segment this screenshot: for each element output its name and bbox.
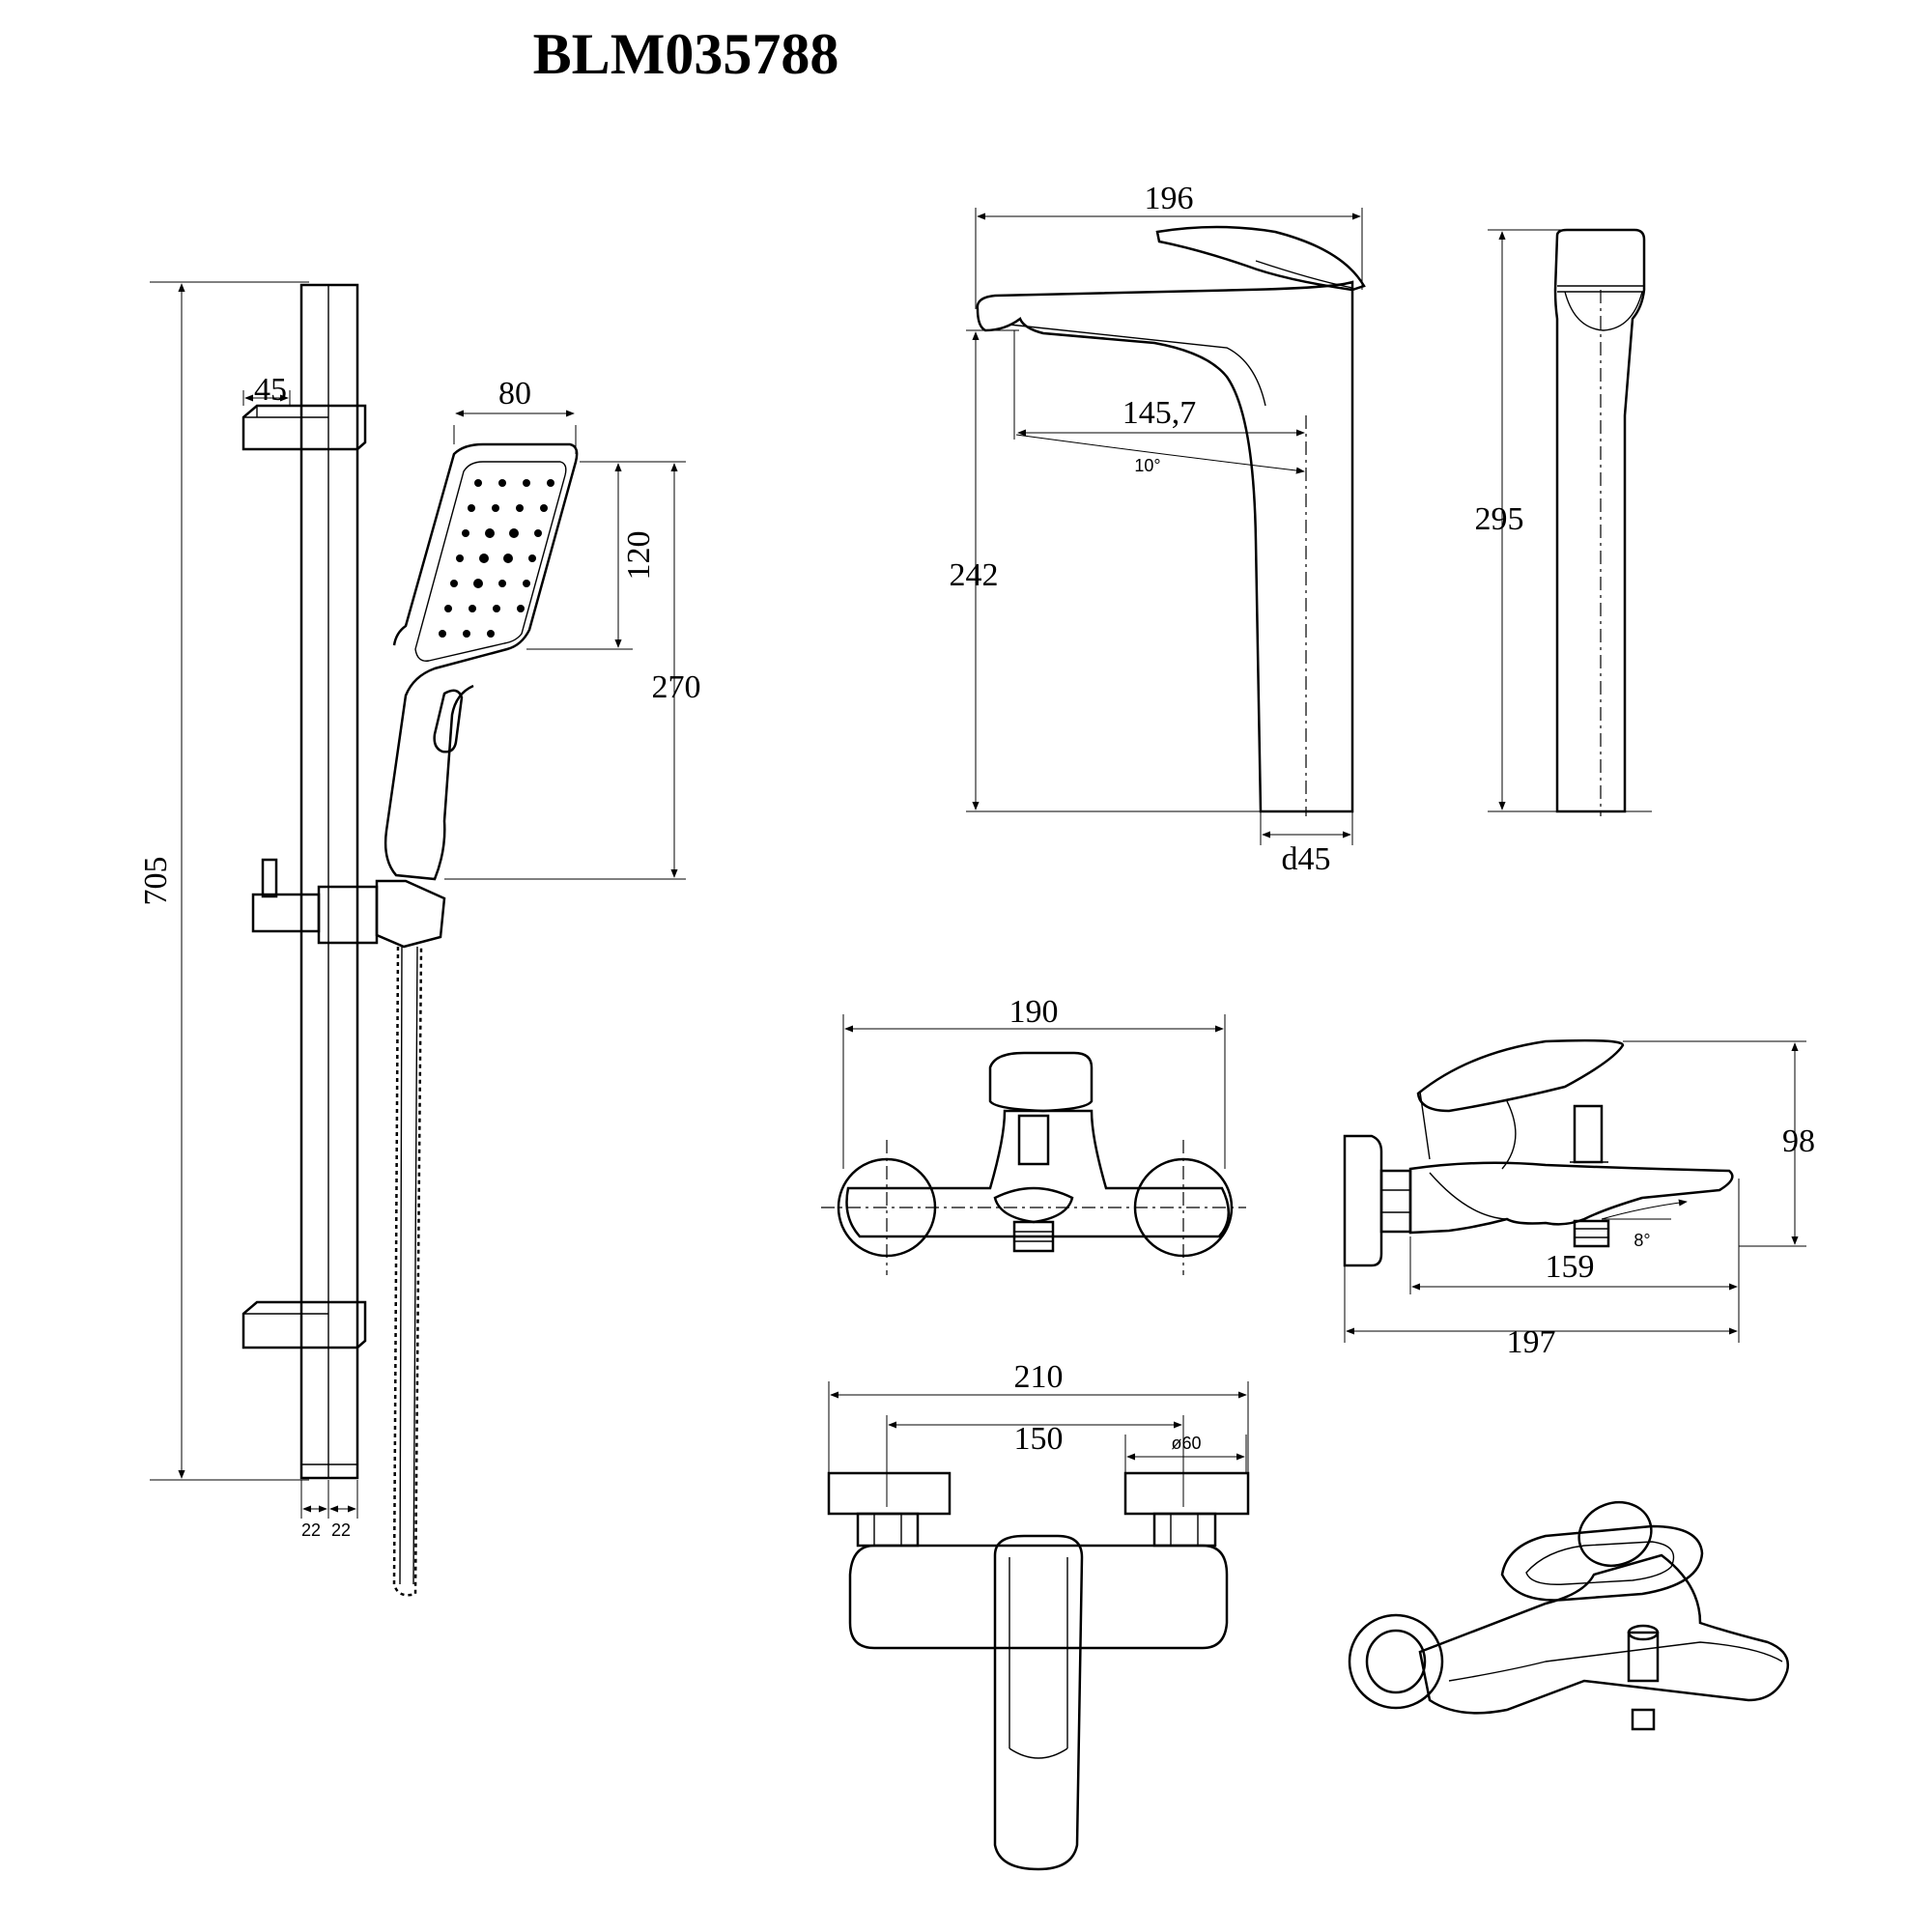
bath-mixer-side-view: 98 8° 159 197	[1343, 1038, 1815, 1360]
dimension-190: 190	[1009, 994, 1059, 1030]
perspective-body	[1418, 1553, 1790, 1715]
shower-slide-rail-view: 705 45	[138, 281, 701, 1597]
bath-mixer-body	[845, 1109, 1230, 1238]
basin-mixer-lever	[1155, 225, 1366, 292]
hand-shower-head	[384, 442, 579, 881]
bath-mixer-lever	[988, 1051, 1094, 1113]
spray-nozzles	[439, 479, 554, 638]
angle-8-degrees: 8°	[1634, 1231, 1650, 1250]
dimension-295: 295	[1475, 501, 1524, 537]
perspective-lever	[1500, 1524, 1704, 1602]
dimension-242: 242	[950, 557, 999, 593]
bath-wall-flange	[1343, 1134, 1383, 1267]
rail-bracket-bottom	[242, 1300, 367, 1350]
dimension-80: 80	[498, 376, 531, 412]
bath-mixer-side-body	[1408, 1161, 1734, 1235]
hand-shower-button	[433, 689, 464, 753]
dimension-197: 197	[1507, 1324, 1556, 1360]
dimension-159: 159	[1546, 1249, 1595, 1285]
dimension-o60: ø60	[1171, 1434, 1201, 1453]
dimension-270: 270	[652, 669, 701, 705]
dimension-d45: d45	[1282, 841, 1331, 877]
perspective-flange-right	[1577, 1500, 1653, 1568]
dimension-22-left: 22	[301, 1520, 321, 1540]
top-mixer-lever	[993, 1534, 1084, 1871]
bath-spout-outlet	[993, 1186, 1074, 1224]
dimension-22-right: 22	[331, 1520, 351, 1540]
top-escutcheon-right	[1123, 1471, 1250, 1516]
dimension-150: 150	[1014, 1421, 1064, 1457]
top-mixer-body	[848, 1544, 1229, 1650]
dimension-45: 45	[254, 372, 287, 408]
shower-hose	[392, 946, 423, 1597]
slider-block	[251, 893, 321, 933]
dimension-120: 120	[621, 531, 657, 581]
bath-mixer-top-view: 210 150 ø60	[827, 1359, 1250, 1871]
dimension-705: 705	[138, 857, 174, 906]
dimension-98: 98	[1782, 1123, 1815, 1159]
dimension-210: 210	[1014, 1359, 1064, 1395]
angle-10-degrees: 10°	[1134, 456, 1160, 475]
product-code-title: BLM035788	[532, 22, 839, 86]
slide-rail	[299, 283, 359, 1480]
top-escutcheon-left	[827, 1471, 952, 1516]
bath-mixer-side-lever	[1416, 1038, 1625, 1113]
basin-mixer-side-view: 295	[1475, 228, 1652, 816]
perspective-flange-left	[1348, 1613, 1444, 1710]
bath-mixer-perspective-view	[1348, 1500, 1790, 1731]
bath-mixer-front-view: 190	[821, 994, 1246, 1275]
basin-mixer-body	[976, 280, 1354, 813]
rail-bracket-top	[242, 404, 367, 451]
dimension-145-7: 145,7	[1122, 395, 1197, 431]
basin-mixer-front-view: 196 145,7 10° 242 d45	[950, 181, 1366, 877]
dimension-196: 196	[1145, 181, 1194, 216]
slider-knob	[261, 858, 278, 898]
